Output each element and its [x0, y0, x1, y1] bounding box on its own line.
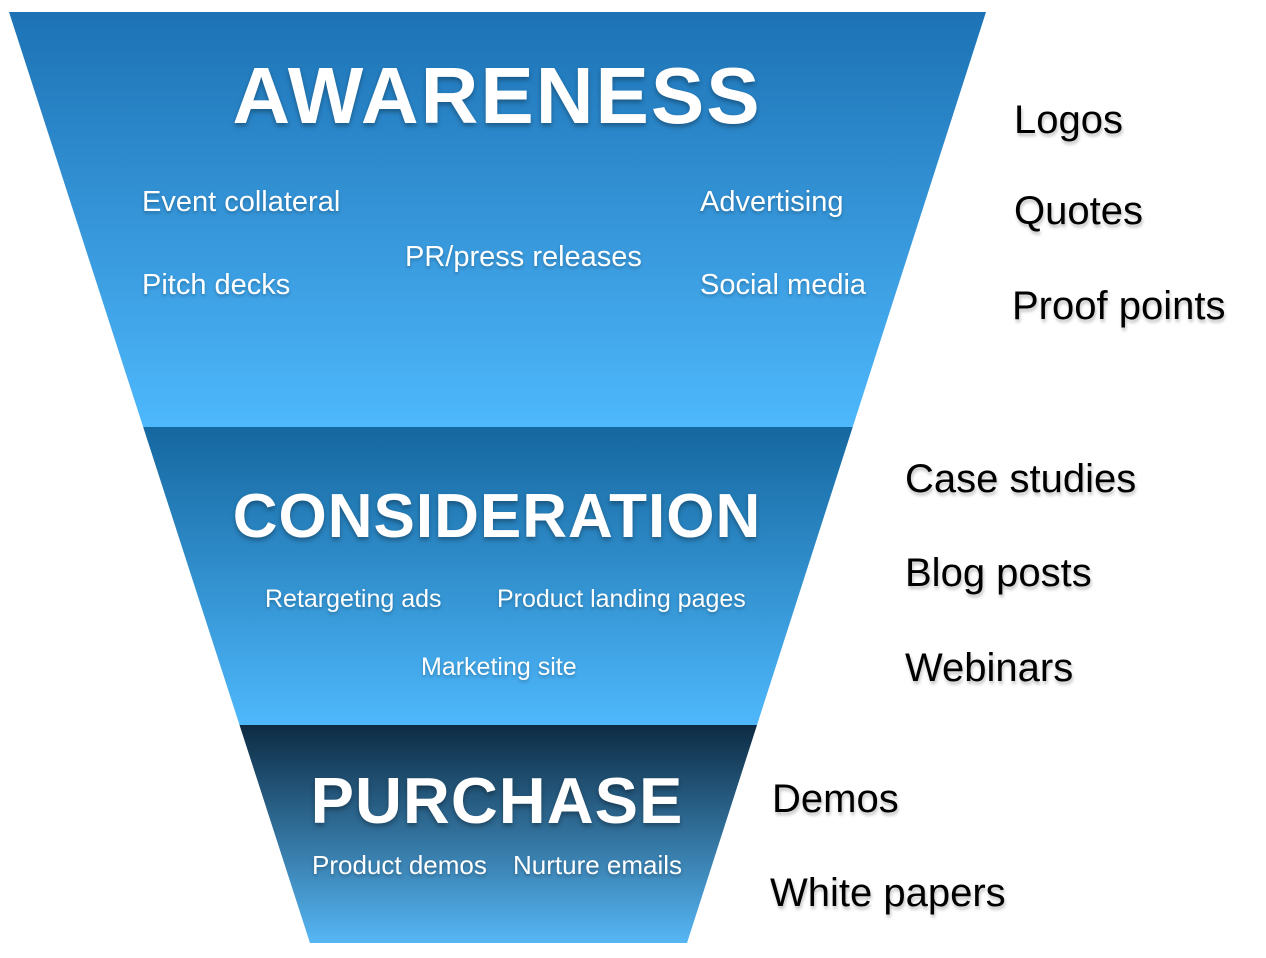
- consideration-item-product-landing-pages: Product landing pages: [497, 585, 746, 613]
- purchase-item-product-demos: Product demos: [312, 850, 487, 880]
- side-label-logos: Logos: [1014, 98, 1123, 142]
- purchase-item-nurture-emails: Nurture emails: [513, 850, 683, 880]
- side-label-demos: Demos: [772, 777, 899, 821]
- awareness-item-advertising: Advertising: [700, 186, 844, 218]
- awareness-item-pr-press-releases: PR/press releases: [405, 241, 642, 273]
- side-label-quotes: Quotes: [1014, 189, 1143, 233]
- awareness-item-pitch-decks: Pitch decks: [142, 269, 291, 301]
- stage-title-awareness: AWARENESS: [232, 51, 762, 140]
- side-label-case-studies: Case studies: [905, 457, 1137, 501]
- awareness-item-social-media: Social media: [700, 269, 867, 301]
- funnel-stage-band-awareness: [9, 12, 986, 427]
- side-label-blog-posts: Blog posts: [905, 551, 1092, 595]
- awareness-item-event-collateral: Event collateral: [142, 186, 341, 218]
- side-label-webinars: Webinars: [905, 646, 1074, 690]
- side-label-proof-points: Proof points: [1012, 284, 1226, 328]
- consideration-item-retargeting-ads: Retargeting ads: [265, 585, 442, 613]
- consideration-item-marketing-site: Marketing site: [421, 653, 577, 681]
- stage-title-purchase: PURCHASE: [310, 764, 684, 837]
- side-label-white-papers: White papers: [770, 871, 1006, 915]
- stage-title-consideration: CONSIDERATION: [232, 482, 762, 551]
